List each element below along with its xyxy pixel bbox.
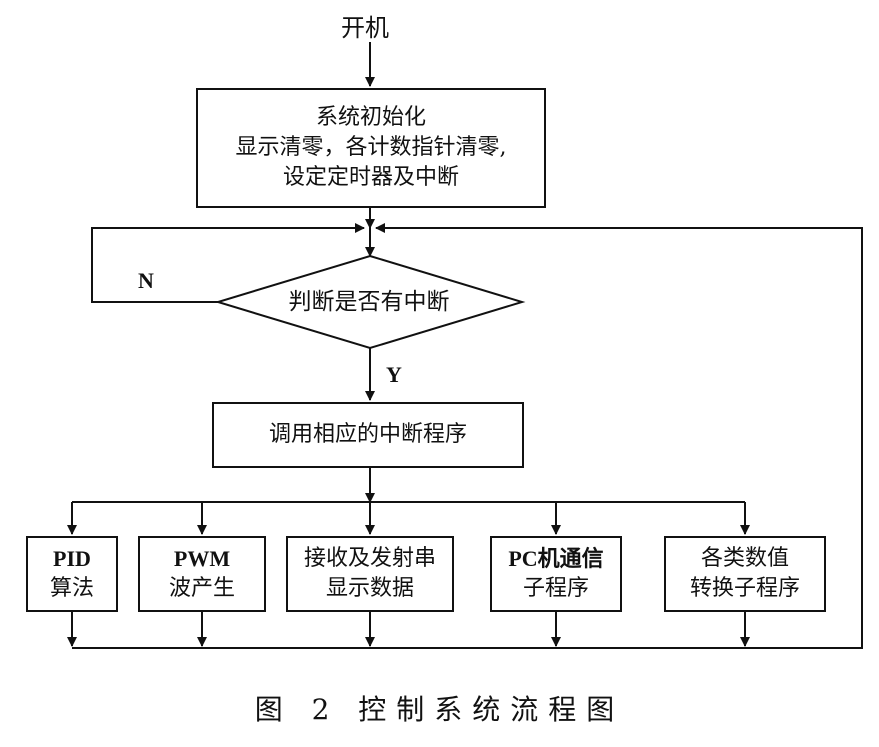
init-line-1: 系统初始化 <box>315 105 426 130</box>
init-box: 系统初始化 显示清零，各计数指针清零, 设定定时器及中断 <box>196 88 546 208</box>
pwm-line-2: 波产生 <box>168 576 235 601</box>
start-label: 开机 <box>341 14 389 42</box>
convert-line-1: 各类数值 <box>700 546 789 571</box>
serial-box: 接收及发射串 显示数据 <box>286 536 454 612</box>
pid-line-2: 算法 <box>49 576 94 601</box>
loop-return <box>370 223 863 649</box>
pc-comm-box: PC机通信 子程序 <box>490 536 622 612</box>
serial-line-1: 接收及发射串 <box>303 546 436 571</box>
pc-line-1: PC机通信 <box>508 546 604 571</box>
call-interrupt-box: 调用相应的中断程序 <box>212 402 524 468</box>
pwm-box: PWM 波产生 <box>138 536 266 612</box>
init-line-2: 显示清零，各计数指针清零, <box>235 135 507 160</box>
decision-text: 判断是否有中断 <box>288 289 450 315</box>
convert-box: 各类数值 转换子程序 <box>664 536 826 612</box>
pid-line-1: PID <box>53 546 91 571</box>
figure-caption: 图 2 控制系统流程图 <box>254 693 625 726</box>
serial-line-2: 显示数据 <box>325 576 414 601</box>
yes-label: Y <box>386 362 402 387</box>
init-line-3: 设定定时器及中断 <box>282 165 459 190</box>
loop-no-branch <box>91 223 365 303</box>
convert-line-2: 转换子程序 <box>689 576 800 601</box>
pwm-line-1: PWM <box>173 546 231 571</box>
pc-line-2: 子程序 <box>522 576 589 601</box>
pid-box: PID 算法 <box>26 536 118 612</box>
decision-diamond <box>214 254 526 350</box>
no-label: N <box>138 268 154 293</box>
